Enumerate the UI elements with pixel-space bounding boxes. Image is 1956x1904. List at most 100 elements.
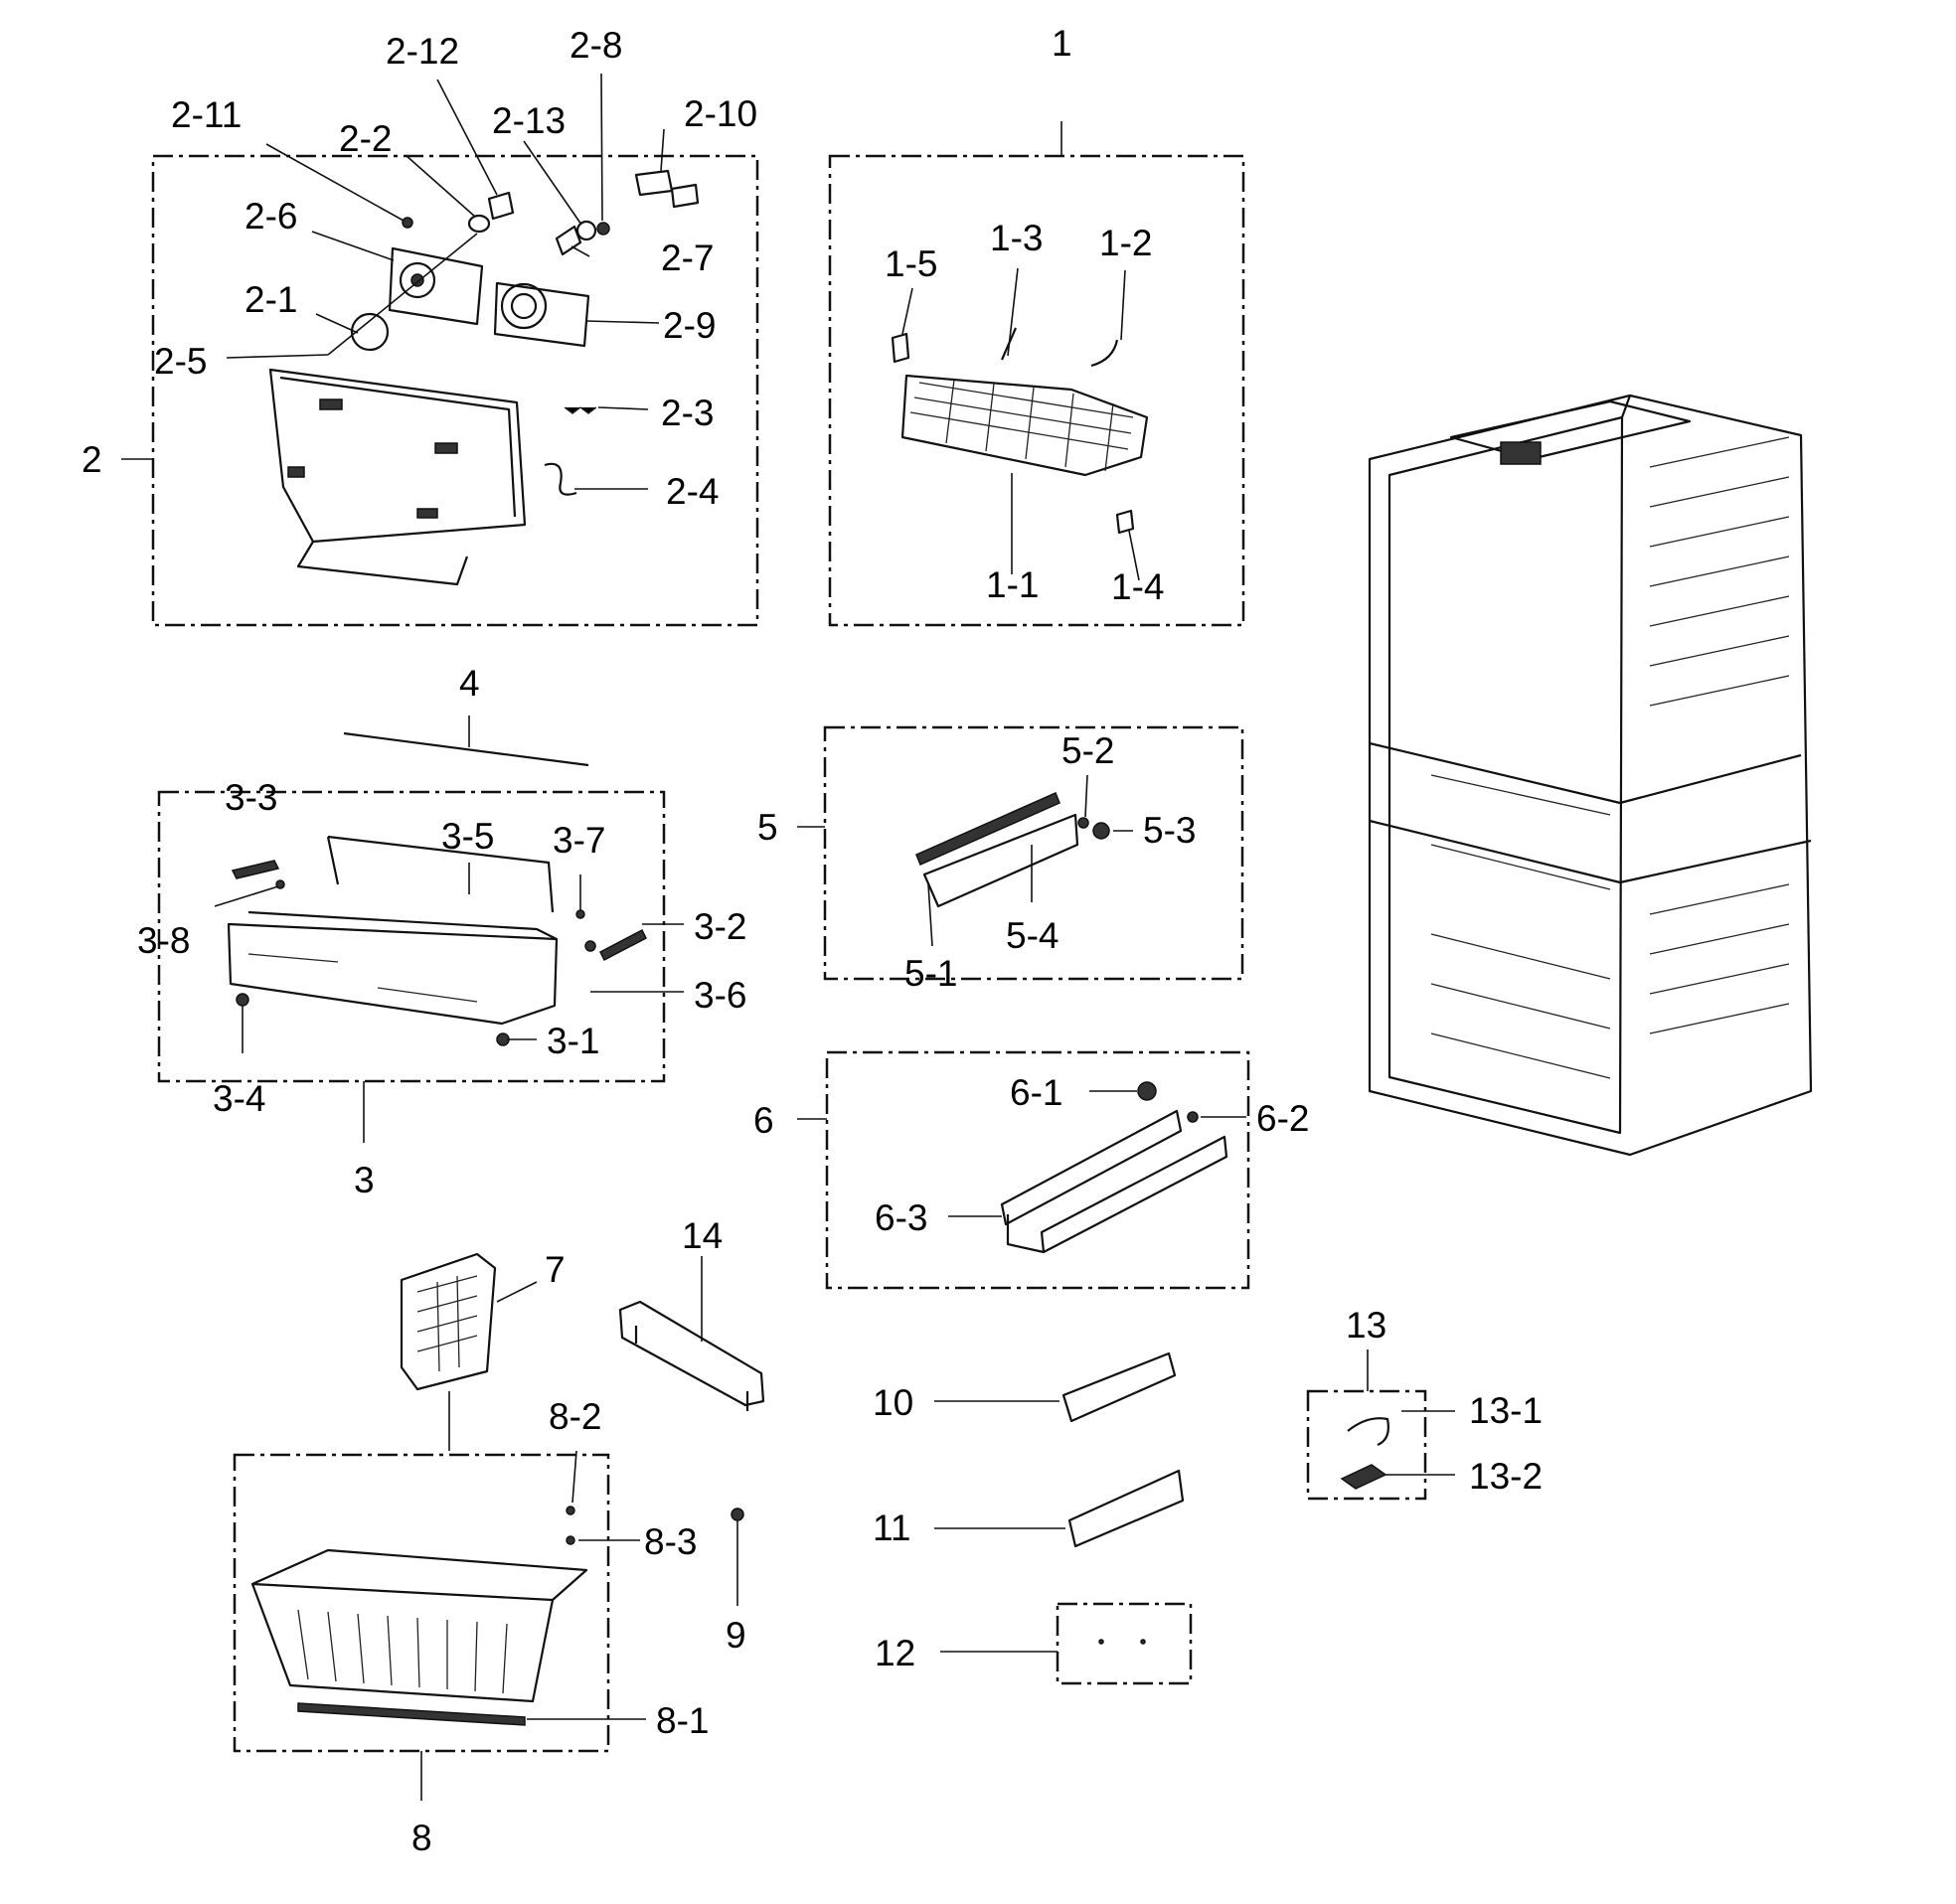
- group-3-box: [157, 790, 666, 1083]
- label-3: 3: [354, 1160, 375, 1200]
- group-13-sensor-kit: 13 13-1 13-2: [1306, 1305, 1543, 1501]
- part-1-4-clip: [1115, 509, 1135, 535]
- part-2-6-bracket: [388, 246, 484, 326]
- part-2-12-motor: [487, 191, 515, 221]
- part-3-3-slide-left: [231, 860, 280, 879]
- label-5-2: 5-2: [1061, 730, 1114, 771]
- label-2-4: 2-4: [666, 471, 719, 512]
- label-1-5: 1-5: [885, 243, 937, 284]
- part-3-2-slide-right: [599, 928, 647, 962]
- label-2-7: 2-7: [661, 238, 714, 278]
- label-1: 1: [1052, 23, 1072, 64]
- part-3-7-pin: [575, 909, 585, 919]
- part-5-3-cap: [1092, 822, 1110, 840]
- part-13-2-housing: [1340, 1464, 1387, 1490]
- part-2-11-screw: [402, 217, 413, 229]
- part-2-8-nut: [596, 222, 610, 236]
- part-13-1-sensor: [1347, 1417, 1389, 1447]
- part-6-3-rail: [1000, 1109, 1183, 1226]
- label-3-3: 3-3: [225, 777, 277, 818]
- label-8-1: 8-1: [656, 1700, 709, 1741]
- label-5-1: 5-1: [904, 953, 957, 994]
- label-2-8: 2-8: [570, 25, 622, 66]
- part-1-1-evaporator: [900, 374, 1149, 477]
- part-3-5-drawer-cover: [326, 835, 555, 913]
- group-5-rail-assembly: 5 5-2 5-3 5-4 5-1: [757, 725, 1244, 994]
- label-3-5: 3-5: [441, 816, 494, 857]
- label-8-3: 8-3: [644, 1521, 697, 1562]
- group-3-drawer: 3-3 3-5 3-7 3-8 3-2 3-6 3-1 3-4 3: [137, 777, 746, 1200]
- label-5: 5: [757, 807, 778, 848]
- group-6-rail-assembly: 6 6-1 6-2 6-3: [753, 1050, 1309, 1290]
- label-11: 11: [873, 1507, 910, 1548]
- part-14-handle: 14: [618, 1215, 765, 1411]
- label-1-1: 1-1: [986, 564, 1039, 605]
- part-9-screw: 9: [726, 1507, 746, 1656]
- part-8-2-screw: [566, 1506, 575, 1515]
- label-2-10: 2-10: [684, 93, 757, 134]
- label-1-3: 1-3: [990, 218, 1043, 258]
- group-6-box: [825, 1050, 1250, 1290]
- part-6-1-screw: [1137, 1081, 1157, 1101]
- group-13-box: [1306, 1389, 1427, 1501]
- group-8-box: [233, 1453, 610, 1753]
- part-2-7-fan: [555, 225, 582, 256]
- part-8-3-screw: [566, 1535, 575, 1545]
- label-2-12: 2-12: [386, 31, 459, 72]
- label-2-5: 2-5: [154, 341, 207, 382]
- label-2: 2: [82, 439, 102, 480]
- part-12-box: [1056, 1602, 1193, 1685]
- label-3-7: 3-7: [553, 820, 605, 861]
- group-1-box: [828, 154, 1245, 627]
- label-2-2: 2-2: [339, 118, 392, 159]
- group-2-fan-assembly: 2 2-11 2-2 2-12 2-13 2-8 2-10 2-6 2-7 2-…: [82, 25, 759, 627]
- group-5-box: [823, 725, 1244, 981]
- label-10: 10: [873, 1382, 913, 1423]
- part-2-4-sensor: [544, 462, 577, 496]
- part-11-bracket: 11: [873, 1469, 1185, 1548]
- part-2-cover-bottom: [296, 541, 469, 586]
- label-6-1: 6-1: [1010, 1072, 1062, 1113]
- label-5-3: 5-3: [1143, 810, 1196, 851]
- part-12-kit: 12: [875, 1602, 1193, 1685]
- label-3-4: 3-4: [213, 1078, 265, 1119]
- label-2-13: 2-13: [492, 100, 566, 141]
- group-8-basket: 8-2 8-3 8-1 8: [233, 1396, 709, 1858]
- label-8: 8: [411, 1818, 432, 1858]
- label-3-2: 3-2: [694, 906, 746, 947]
- label-2-11: 2-11: [171, 94, 242, 135]
- label-3-6: 3-6: [694, 975, 746, 1016]
- part-8-1-rail: [297, 1702, 526, 1726]
- label-9: 9: [726, 1615, 746, 1656]
- part-2-1-fan-motor: [350, 312, 390, 352]
- label-3-1: 3-1: [547, 1021, 599, 1061]
- label-6-2: 6-2: [1256, 1098, 1309, 1139]
- part-1-5-clip: [891, 332, 910, 364]
- part-3-4-roller: [236, 993, 249, 1007]
- refrigerator-cabinet: [1368, 394, 1813, 1157]
- group-1-evaporator: 1 1-5 1-3 1-2 1-1 1-4: [828, 23, 1245, 627]
- label-8-2: 8-2: [549, 1396, 601, 1437]
- part-2-9-fan-grille: [493, 281, 590, 348]
- label-13: 13: [1346, 1305, 1386, 1346]
- part-5-4-rail-left: [915, 791, 1060, 867]
- group-2-box: [151, 154, 759, 627]
- label-13-2: 13-2: [1469, 1456, 1543, 1497]
- part-2-13-washer: [575, 220, 597, 241]
- label-6-3: 6-3: [875, 1197, 927, 1238]
- part-5-2-screw: [1077, 817, 1089, 829]
- part-3-6-roller: [584, 940, 596, 952]
- part-1-2-sensor: [1090, 339, 1119, 368]
- label-2-1: 2-1: [244, 279, 297, 320]
- label-7: 7: [545, 1249, 566, 1290]
- label-2-6: 2-6: [244, 196, 297, 237]
- label-14: 14: [682, 1215, 723, 1256]
- part-7-divider: 7: [400, 1249, 566, 1451]
- label-12: 12: [875, 1633, 915, 1673]
- part-2-cover-panel: [268, 368, 527, 544]
- group-4-rail: 4: [343, 663, 589, 767]
- part-2-10-bracket: [634, 169, 674, 197]
- part-6-2-screw: [1187, 1111, 1199, 1123]
- label-2-3: 2-3: [661, 393, 714, 433]
